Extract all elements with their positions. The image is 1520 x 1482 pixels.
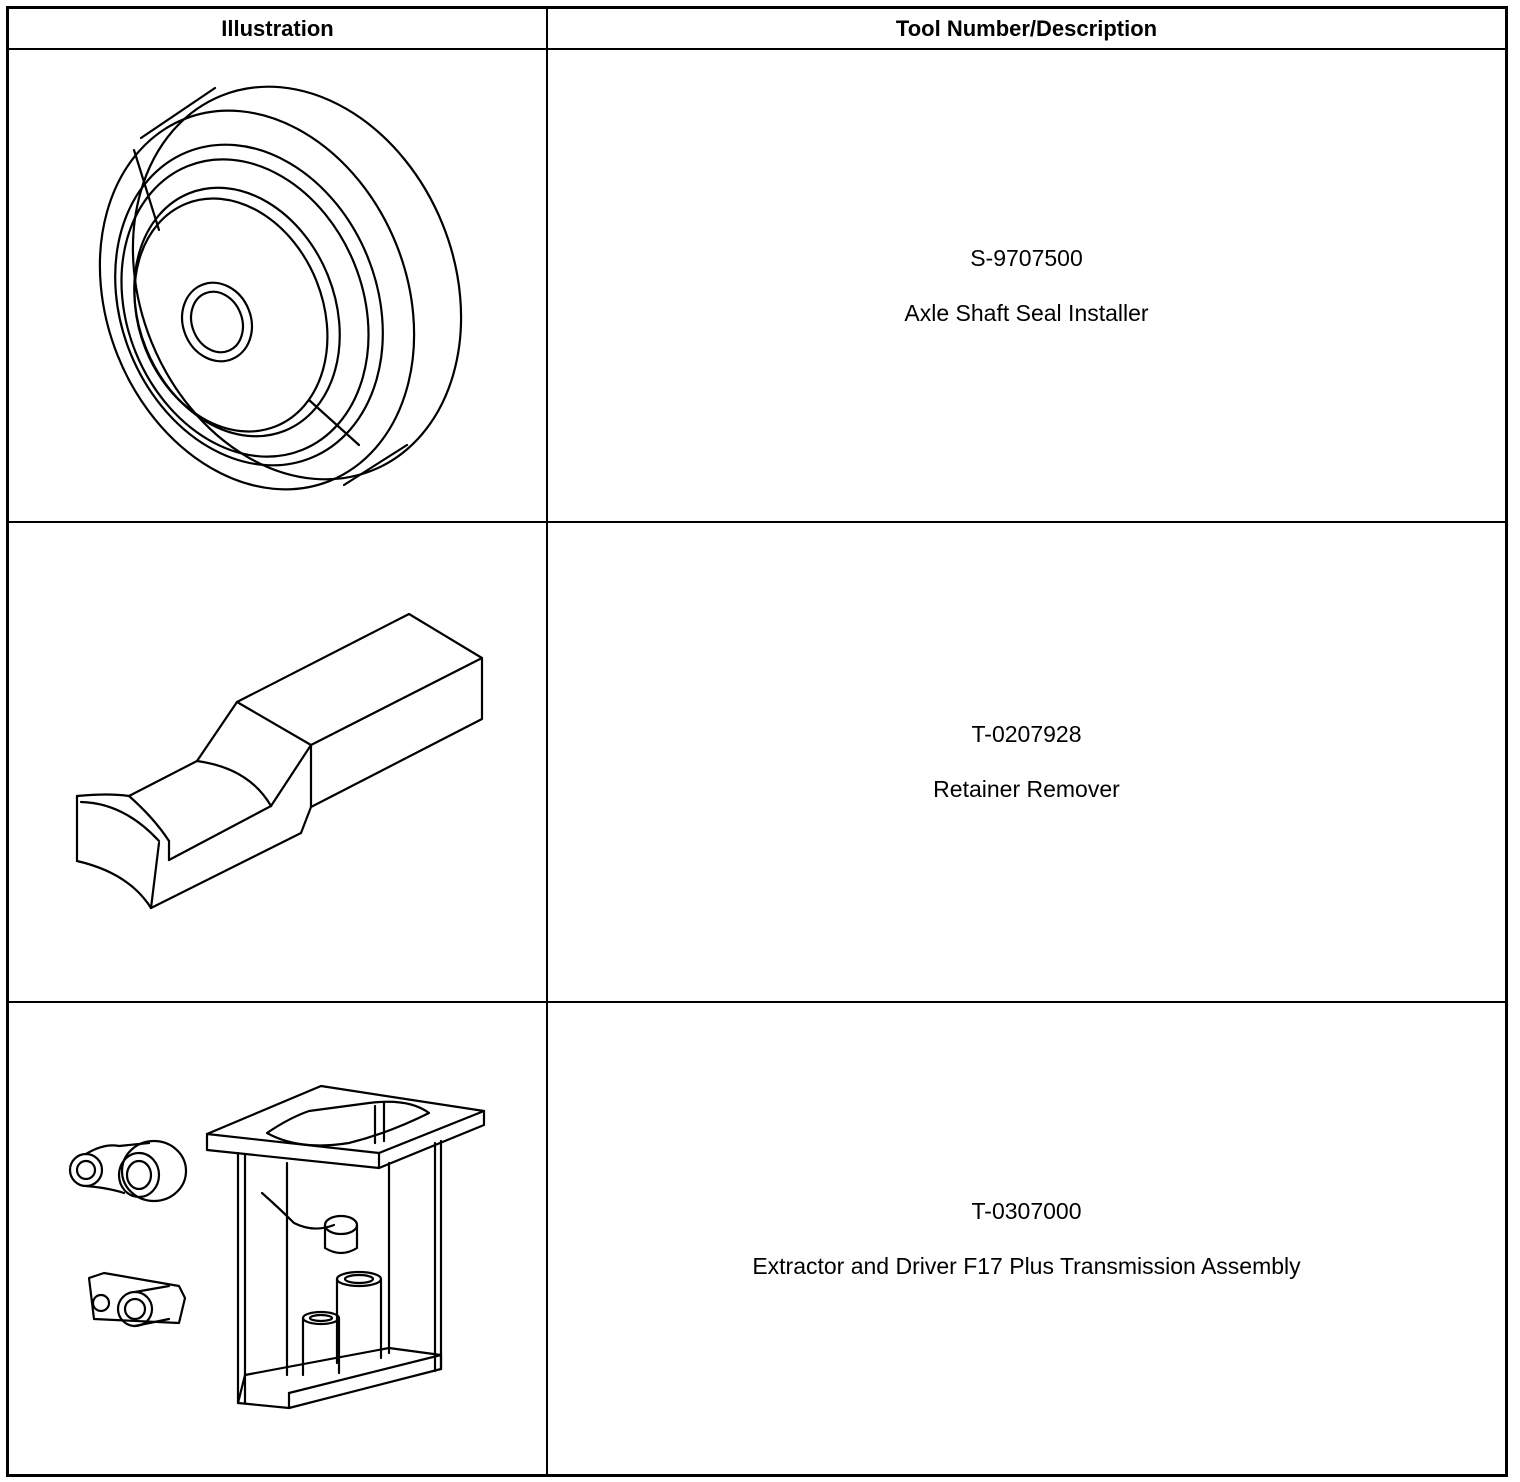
illustration-cell — [9, 50, 546, 521]
table-row: T-0307000 Extractor and Driver F17 Plus … — [9, 1003, 1505, 1474]
seal-installer-illustration — [98, 85, 463, 491]
description-cell: T-0207928 Retainer Remover — [548, 523, 1505, 1001]
table-header-row: Illustration Tool Number/Description — [9, 9, 1505, 50]
tool-description: Retainer Remover — [933, 776, 1120, 802]
tool-number: T-0207928 — [971, 721, 1082, 747]
illustration-cell — [9, 523, 546, 1001]
column-divider — [546, 9, 548, 1474]
extractor-driver-illustration — [68, 1084, 486, 1410]
header-tool-number-description: Tool Number/Description — [895, 15, 1158, 41]
tool-number: T-0307000 — [971, 1197, 1082, 1224]
tool-description: Axle Shaft Seal Installer — [904, 299, 1149, 326]
table-row: S-9707500 Axle Shaft Seal Installer — [9, 50, 1505, 523]
retainer-remover-illustration — [75, 612, 484, 910]
table-row: T-0207928 Retainer Remover — [9, 523, 1505, 1003]
description-cell: S-9707500 Axle Shaft Seal Installer — [548, 50, 1505, 521]
tool-number: S-9707500 — [970, 244, 1083, 271]
illustration-cell — [9, 1003, 546, 1474]
tool-table: Illustration Tool Number/Description — [6, 6, 1508, 1477]
tool-description: Extractor and Driver F17 Plus Transmissi… — [752, 1252, 1301, 1279]
description-cell: T-0307000 Extractor and Driver F17 Plus … — [548, 1003, 1505, 1474]
header-illustration: Illustration — [221, 15, 334, 41]
